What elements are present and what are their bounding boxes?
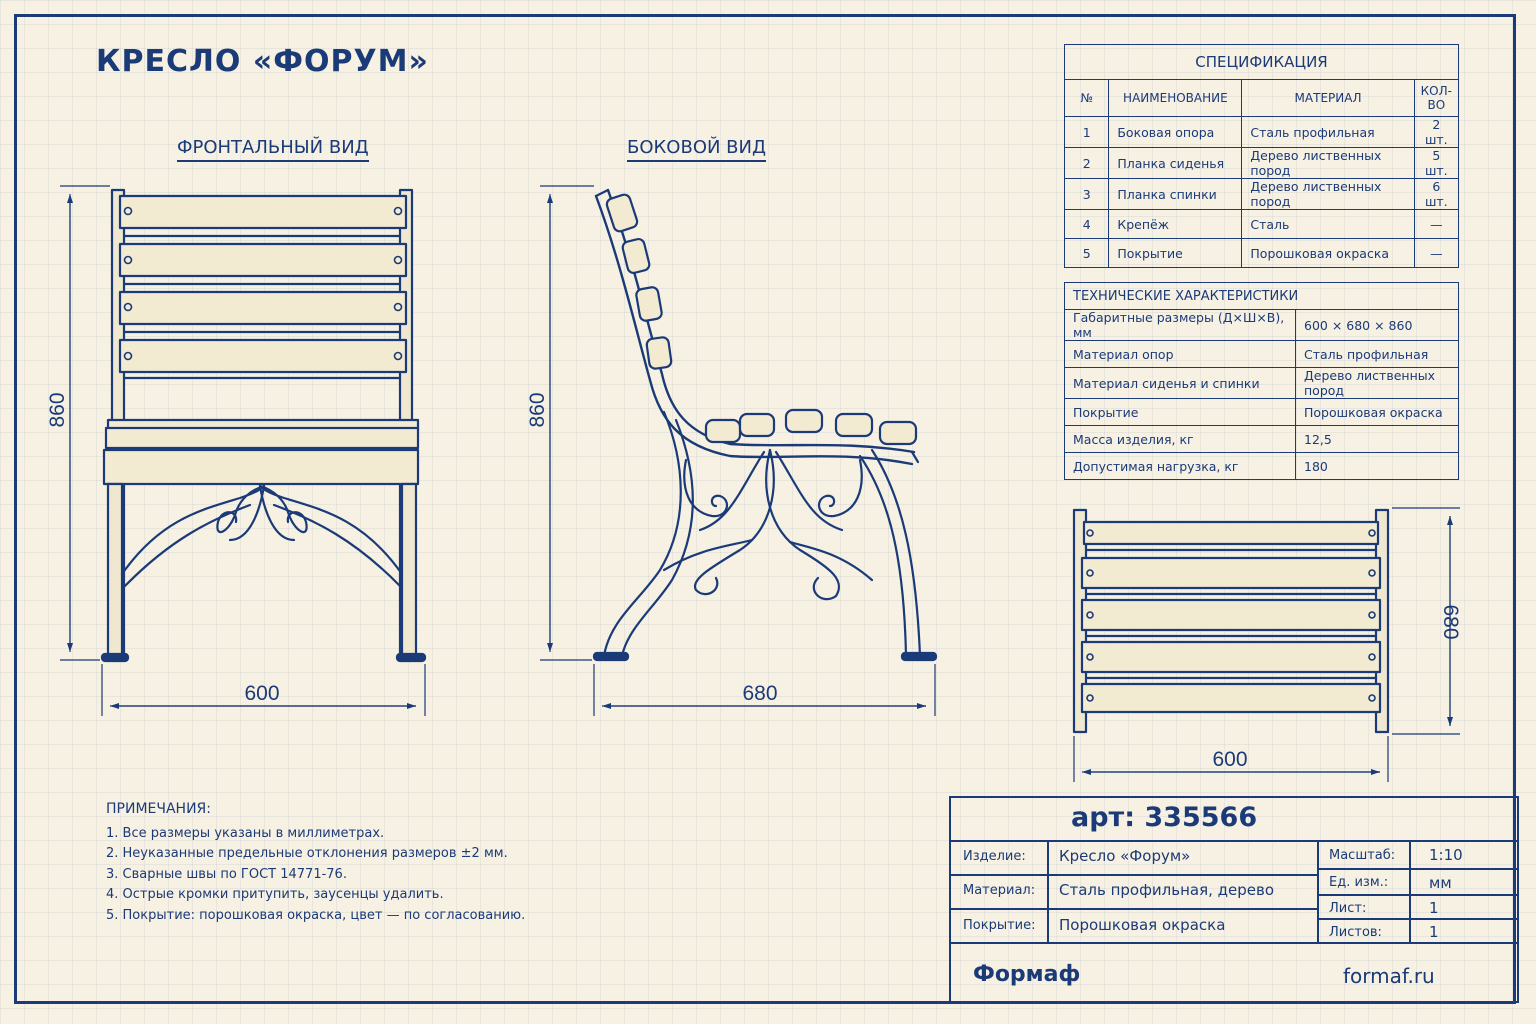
spec-cell: 6 шт.	[1413, 178, 1460, 210]
top-view-drawing	[1072, 508, 1390, 734]
spec-cell: 1	[1063, 116, 1110, 148]
table-row: 2 Планка сиденья Дерево лиственных пород…	[1063, 147, 1460, 179]
spec-cell: Дерево лиственных пород	[1241, 147, 1415, 179]
spec-cell: 2	[1063, 147, 1110, 179]
table-row: 4 Крепёж Сталь —	[1063, 209, 1460, 239]
tech-cell: 600 × 680 × 860	[1295, 309, 1459, 341]
spec-cell: Порошковая окраска	[1241, 238, 1415, 268]
tech-cell: Масса изделия, кг	[1064, 425, 1296, 453]
notes-title: ПРИМЕЧАНИЯ:	[106, 801, 211, 817]
article-number: арт: 335566	[1071, 802, 1258, 833]
tech-cell: Допустимая нагрузка, кг	[1064, 452, 1296, 480]
table-row: 1 Боковая опора Сталь профильная 2 шт.	[1063, 116, 1460, 148]
spec-cell: Дерево лиственных пород	[1241, 178, 1415, 210]
front-view-drawing	[100, 188, 427, 663]
unit-value: мм	[1429, 874, 1452, 892]
spec-cell: —	[1413, 209, 1460, 239]
note-item: 5. Покрытие: порошковая окраска, цвет — …	[106, 907, 526, 923]
spec-cell: 5 шт.	[1413, 147, 1460, 179]
table-row: 3 Планка спинки Дерево лиственных пород …	[1063, 178, 1460, 210]
spec-cell: Планка спинки	[1108, 178, 1243, 210]
spec-header-name: НАИМЕНОВАНИЕ	[1108, 79, 1243, 117]
sheet-label: Лист:	[1329, 901, 1367, 916]
table-row: 5 Покрытие Порошковая окраска —	[1063, 238, 1460, 268]
tech-cell: Порошковая окраска	[1295, 398, 1459, 426]
website-link[interactable]: formaf.ru	[1343, 964, 1435, 988]
tech-cell: 12,5	[1295, 425, 1459, 453]
dimension-lines	[60, 185, 1460, 782]
sheet-value: 1	[1429, 899, 1439, 917]
tech-table: ТЕХНИЧЕСКИЕ ХАРАКТЕРИСТИКИ Габаритные ра…	[1064, 282, 1459, 480]
coating-value: Порошковая окраска	[1059, 916, 1226, 934]
top-depth-label: 680	[1439, 604, 1462, 639]
note-item: 3. Сварные швы по ГОСТ 14771-76.	[106, 866, 347, 882]
drawing-frame	[14, 14, 1516, 1004]
note-item: 2. Неуказанные предельные отклонения раз…	[106, 846, 508, 861]
spec-title: СПЕЦИФИКАЦИЯ	[1064, 44, 1459, 80]
spec-cell: Боковая опора	[1108, 116, 1243, 148]
coating-label: Покрытие:	[963, 918, 1036, 933]
tech-cell: Дерево лиственных пород	[1295, 367, 1459, 399]
brand-name: Формаф	[973, 962, 1081, 987]
tech-cell: Материал опор	[1064, 340, 1296, 368]
front-view-title: ФРОНТАЛЬНЫЙ ВИД	[177, 137, 369, 162]
dimension-labels: 860 600 860 680 680 600	[46, 392, 1462, 771]
tech-cell: Покрытие	[1064, 398, 1296, 426]
spec-cell: 4	[1063, 209, 1110, 239]
spec-cell: Сталь	[1241, 209, 1415, 239]
spec-header-material: МАТЕРИАЛ	[1241, 79, 1415, 117]
spec-table: СПЕЦИФИКАЦИЯ № НАИМЕНОВАНИЕ МАТЕРИАЛ КОЛ…	[1063, 44, 1460, 268]
title-block: арт: 335566 Изделие: Кресло «Форум» Мате…	[949, 796, 1519, 1003]
tech-title: ТЕХНИЧЕСКИЕ ХАРАКТЕРИСТИКИ	[1064, 282, 1459, 310]
page-title: КРЕСЛО «ФОРУМ»	[96, 44, 429, 79]
top-width-label: 600	[1212, 748, 1247, 771]
front-height-label: 860	[46, 392, 69, 427]
scale-label: Масштаб:	[1329, 848, 1396, 863]
material-label: Материал:	[963, 883, 1036, 898]
side-width-label: 680	[742, 682, 777, 705]
spec-cell: —	[1413, 238, 1460, 268]
notes-block: ПРИМЕЧАНИЯ: 1. Все размеры указаны в мил…	[106, 799, 525, 926]
note-item: 4. Острые кромки притупить, заусенцы уда…	[106, 887, 444, 902]
note-item: 1. Все размеры указаны в миллиметрах.	[106, 825, 385, 841]
spec-cell: 5	[1063, 238, 1110, 268]
unit-label: Ед. изм.:	[1329, 875, 1389, 890]
spec-cell: Сталь профильная	[1241, 116, 1415, 148]
tech-cell: 180	[1295, 452, 1459, 480]
front-width-label: 600	[244, 682, 279, 705]
tech-cell: Сталь профильная	[1295, 340, 1459, 368]
spec-cell: Покрытие	[1108, 238, 1243, 268]
spec-header-num: №	[1063, 79, 1110, 117]
product-label: Изделие:	[963, 849, 1026, 864]
side-height-label: 860	[526, 392, 549, 427]
side-view-title: БОКОВОЙ ВИД	[627, 137, 767, 162]
product-value: Кресло «Форум»	[1059, 847, 1191, 865]
tech-cell: Габаритные размеры (Д×Ш×В), мм	[1064, 309, 1296, 341]
scale-value: 1:10	[1429, 846, 1463, 864]
spec-cell: Планка сиденья	[1108, 147, 1243, 179]
sheets-value: 1	[1429, 923, 1439, 941]
spec-cell: 3	[1063, 178, 1110, 210]
sheets-label: Листов:	[1329, 925, 1382, 940]
side-view-drawing	[592, 188, 938, 662]
material-value: Сталь профильная, дерево	[1059, 881, 1275, 899]
spec-cell: 2 шт.	[1413, 116, 1460, 148]
tech-cell: Материал сиденья и спинки	[1064, 367, 1296, 399]
spec-cell: Крепёж	[1108, 209, 1243, 239]
spec-header-qty: КОЛ-ВО	[1413, 79, 1460, 117]
